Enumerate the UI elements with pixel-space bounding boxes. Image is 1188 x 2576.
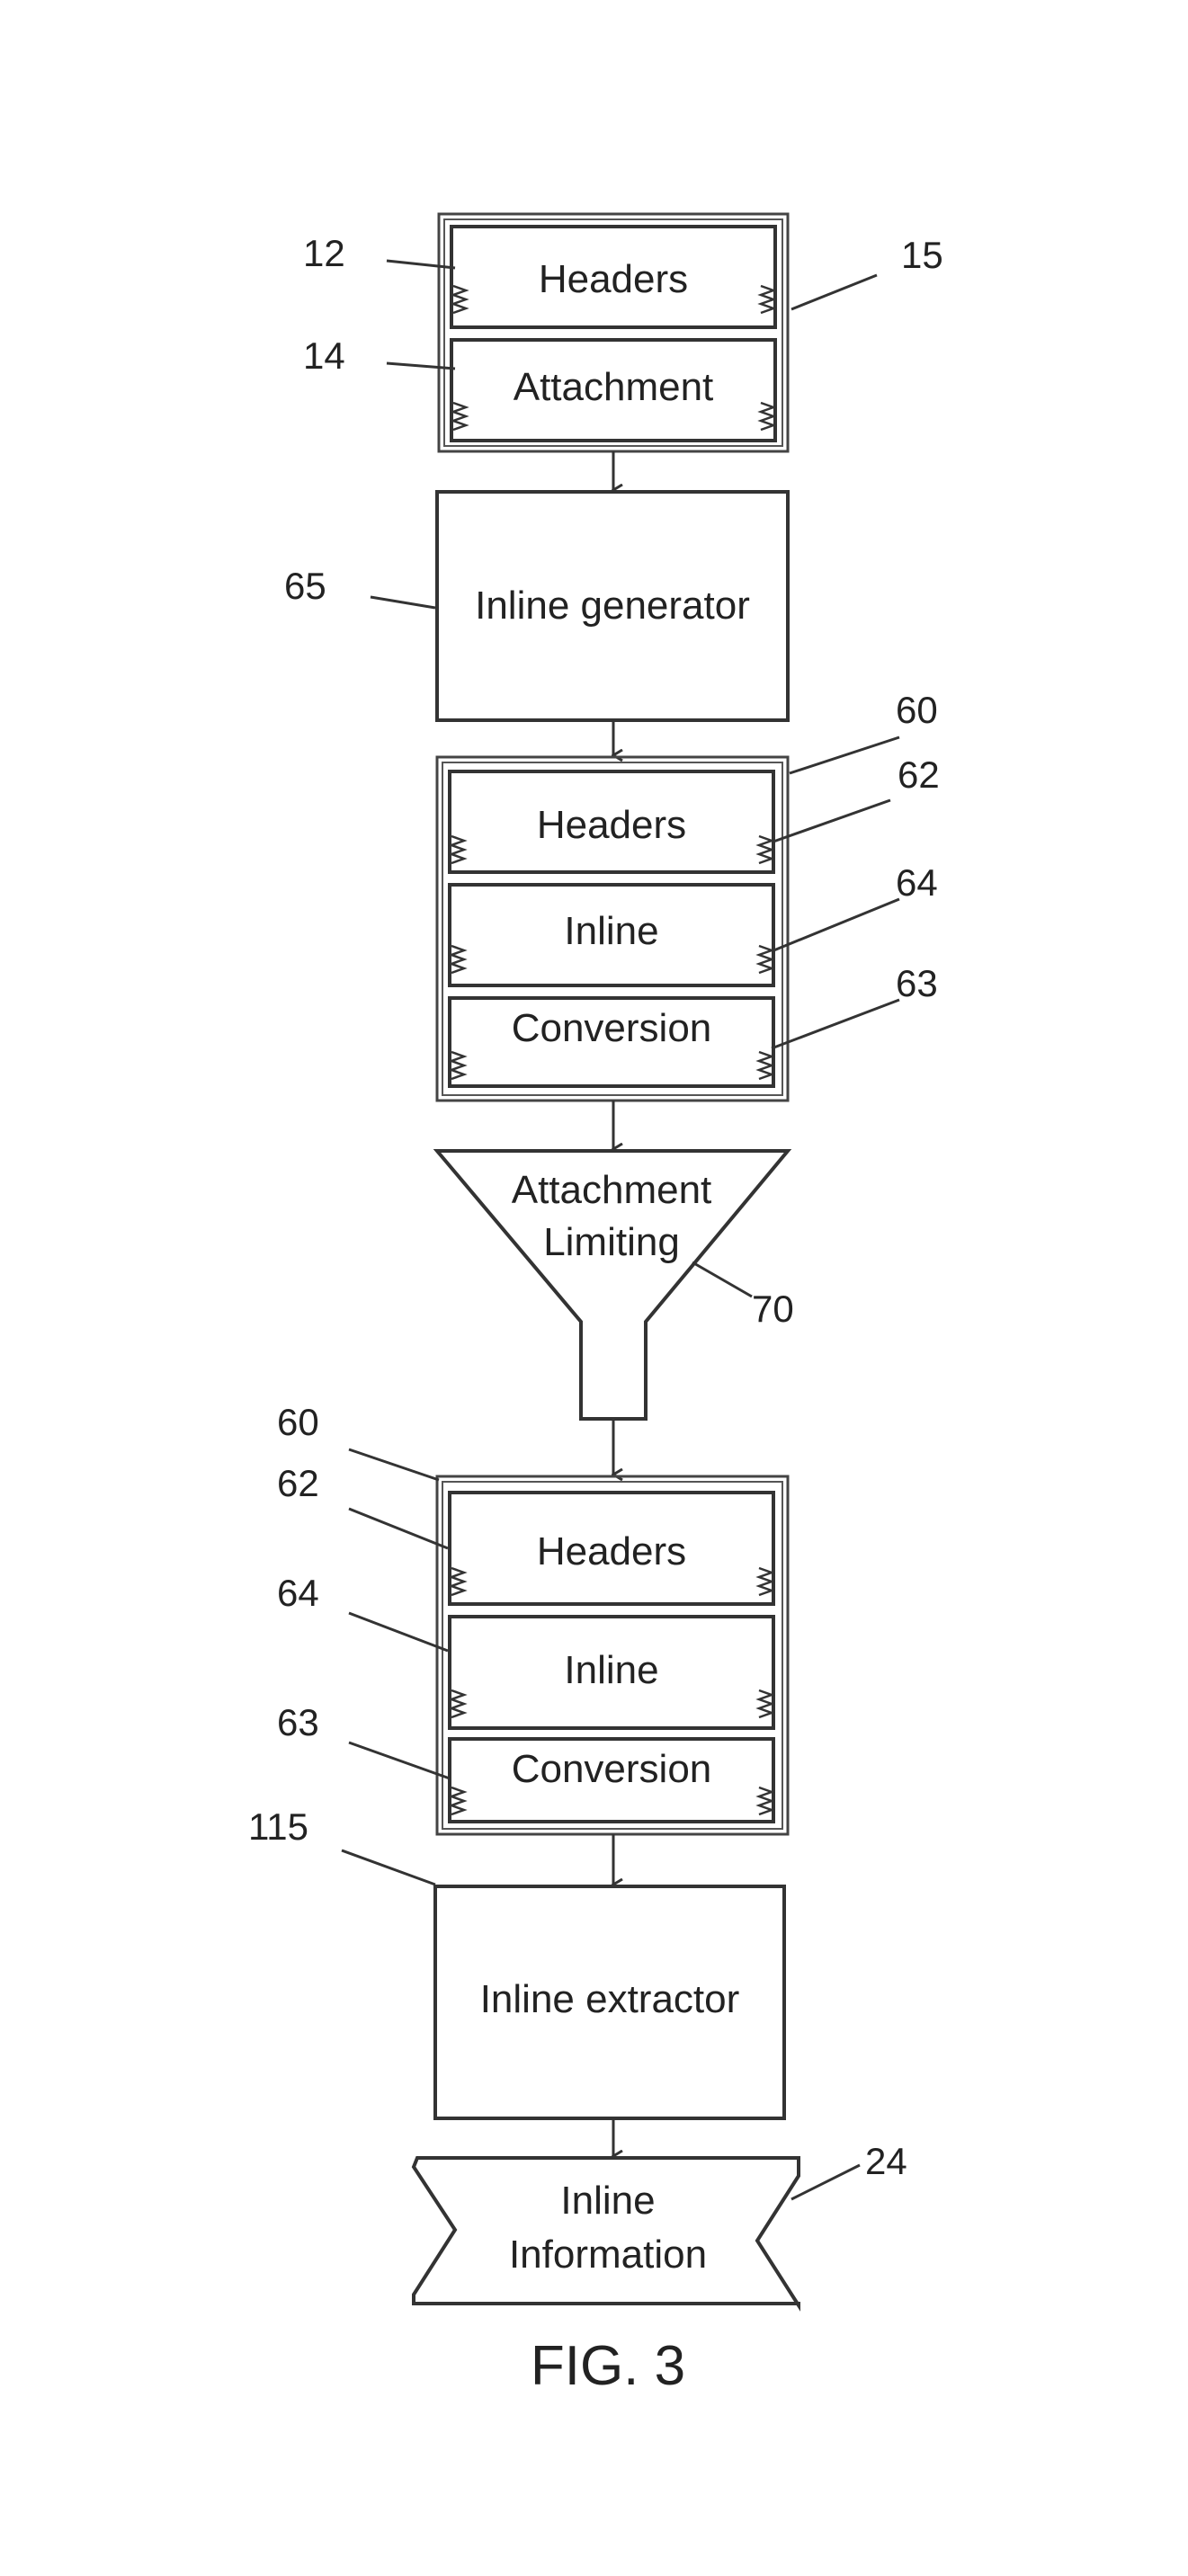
- inline-information-shape: Inline Information: [414, 2158, 799, 2305]
- conversion-label-low: Conversion: [512, 1747, 712, 1791]
- ref-14: 14: [303, 334, 345, 377]
- leader-64-mid: [772, 899, 899, 951]
- ref-62-low: 62: [277, 1462, 319, 1504]
- ref-62-mid: 62: [898, 753, 940, 796]
- ref-70: 70: [752, 1288, 794, 1330]
- leader-24: [791, 2165, 860, 2199]
- ref-63-mid: 63: [896, 962, 938, 1004]
- inline-box-mid: Inline: [450, 885, 773, 985]
- leader-60-mid: [790, 737, 899, 773]
- ref-60-low: 60: [277, 1401, 319, 1443]
- inline-information-line1: Inline: [560, 2179, 655, 2223]
- headers-box-mid: Headers: [450, 771, 773, 872]
- ref-64-low: 64: [277, 1572, 319, 1614]
- ref-63-low: 63: [277, 1701, 319, 1743]
- headers-box-low: Headers: [450, 1493, 773, 1604]
- attachment-box-top: Attachment: [451, 340, 775, 441]
- headers-label-mid: Headers: [537, 803, 686, 847]
- inline-label-mid: Inline: [564, 909, 658, 953]
- ref-12: 12: [303, 232, 345, 274]
- attachment-label-top: Attachment: [514, 365, 714, 409]
- inline-extractor-label: Inline extractor: [480, 1977, 740, 2021]
- leader-115: [342, 1850, 435, 1885]
- funnel-label-line2: Limiting: [543, 1220, 680, 1264]
- leader-63-low: [349, 1743, 450, 1778]
- headers-box-top: Headers: [451, 227, 775, 327]
- headers-label-low: Headers: [537, 1529, 686, 1573]
- figure-label: FIG. 3: [531, 2335, 685, 2397]
- inline-label-low: Inline: [564, 1648, 658, 1692]
- leader-60-low: [349, 1449, 439, 1480]
- funnel-label-line1: Attachment: [512, 1168, 712, 1212]
- leader-70: [692, 1262, 752, 1297]
- leader-62-mid: [773, 800, 890, 842]
- ref-115: 115: [248, 1805, 308, 1848]
- leader-65: [371, 597, 435, 608]
- conversion-box-mid: Conversion: [450, 998, 773, 1086]
- leader-62-low: [349, 1509, 448, 1548]
- inline-extractor-box: Inline extractor: [435, 1886, 784, 2118]
- attachment-limiting-funnel: Attachment Limiting: [437, 1151, 788, 1419]
- leader-15: [791, 275, 877, 309]
- inline-information-line2: Information: [509, 2233, 707, 2277]
- leader-63-mid: [772, 1000, 899, 1048]
- ref-65: 65: [284, 565, 326, 607]
- inline-generator-box: Inline generator: [437, 492, 788, 720]
- ref-24: 24: [865, 2140, 907, 2182]
- headers-label-top: Headers: [539, 257, 688, 301]
- ref-64-mid: 64: [896, 861, 938, 904]
- inline-box-low: Inline: [450, 1617, 773, 1728]
- ref-15: 15: [901, 234, 943, 276]
- inline-generator-label: Inline generator: [475, 584, 750, 628]
- ref-60-mid: 60: [896, 689, 938, 731]
- conversion-box-low: Conversion: [450, 1739, 773, 1822]
- conversion-label-mid: Conversion: [512, 1006, 712, 1050]
- leader-64-low: [349, 1613, 448, 1651]
